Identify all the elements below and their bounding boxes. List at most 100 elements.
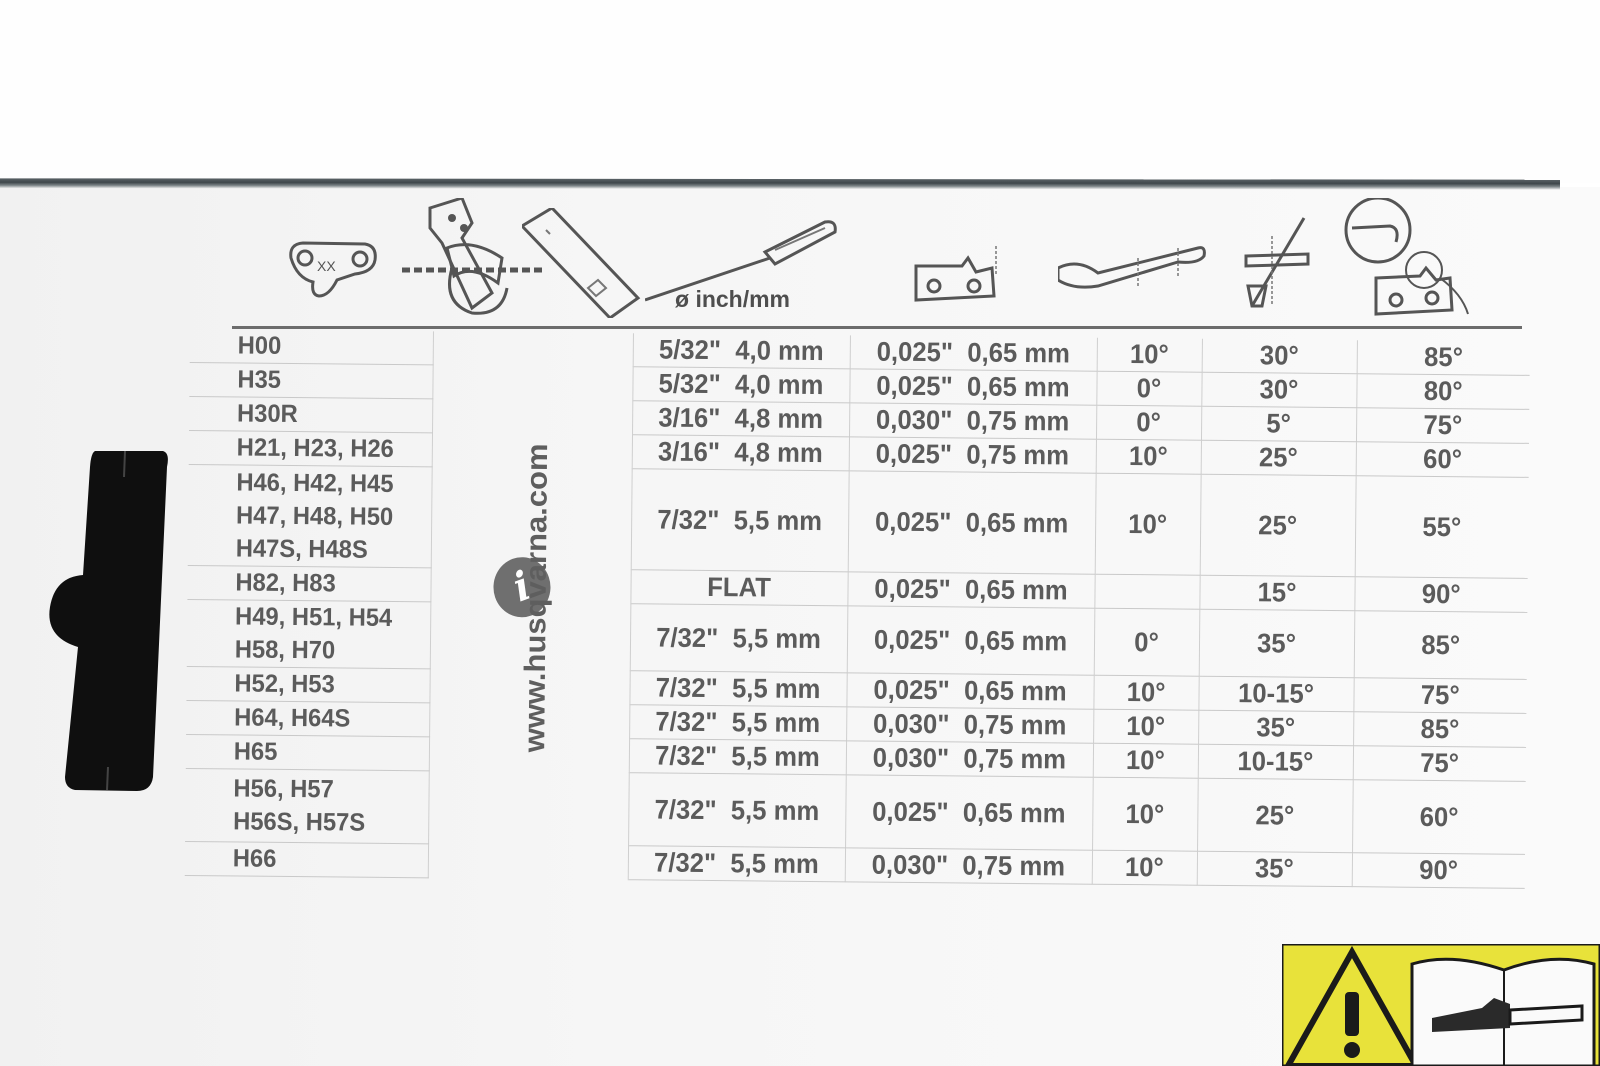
angle-cell: 85° — [1358, 610, 1524, 680]
depth-cell: 0,025" 0,65 mm — [851, 775, 1087, 850]
model-cell: H49, H51, H54 H58, H70 — [192, 599, 425, 669]
model-cell: H21, H23, H26 — [194, 430, 426, 468]
angle-cell: 0° — [1098, 405, 1199, 441]
file-size-cell: 7/32" 5,5 mm — [634, 739, 841, 776]
website-url: www.husqvarna.com — [517, 443, 554, 753]
depth-cell: 0,025" 0,65 mm — [853, 571, 1089, 609]
angle-cell: 25° — [1203, 474, 1352, 577]
info-column: i www.husqvarna.com — [432, 331, 628, 880]
file-size-cell: 7/32" 5,5 mm — [634, 705, 841, 742]
angle-cell: 25° — [1204, 440, 1353, 477]
depth-cell: 0,025" 0,65 mm — [855, 369, 1091, 406]
model-name: H00 — [237, 331, 282, 360]
file-size-cell: FLAT — [635, 569, 843, 606]
angle-cell: 0° — [1096, 608, 1197, 677]
file-holder-angle-icon — [1244, 217, 1310, 308]
angle-cell: 30° — [1205, 338, 1354, 374]
angle-cell: 75° — [1360, 407, 1525, 444]
model-name: H46, H42, H45 — [236, 468, 394, 498]
model-cell: H52, H53 — [192, 666, 424, 704]
model-name: H56S, H57S — [233, 807, 366, 837]
model-name: H82, H83 — [235, 568, 336, 598]
angle-cell: 75° — [1357, 746, 1522, 782]
model-cell: H46, H42, H45 H47, H48, H50 H47S, H48S — [193, 464, 426, 568]
depth-cell: 0,025" 0,65 mm — [855, 335, 1091, 372]
angle-cell: 10-15° — [1202, 676, 1350, 712]
angle-cell: 10° — [1095, 709, 1196, 745]
angle-cell: 10° — [1094, 849, 1195, 886]
angle-cell: 35° — [1200, 850, 1349, 887]
file-size-cell: 5/32" 4,0 mm — [638, 333, 845, 369]
table-row: H49, H51, H54 H58, H70 7/32" 5,5 mm 0,02… — [187, 599, 1528, 680]
background-top — [0, 0, 1600, 183]
model-cell: H65 — [191, 734, 424, 772]
model-name: H47, H48, H50 — [235, 501, 394, 531]
file-size-cell: 7/32" 5,5 mm — [635, 603, 842, 673]
table-row: H46, H42, H45 H47, H48, H50 H47S, H48S 7… — [188, 464, 1529, 579]
angle-cell: 90° — [1358, 576, 1524, 613]
file-size-cell: 7/32" 5,5 mm — [633, 773, 841, 848]
model-name: H47S, H48S — [235, 534, 368, 564]
model-name: H66 — [232, 844, 277, 873]
model-cell: H00 — [195, 329, 427, 365]
cutter-angle-icon — [1344, 198, 1469, 316]
angle-cell: 5° — [1204, 406, 1353, 442]
model-name: H49, H51, H54 — [234, 602, 393, 632]
angle-cell: 10° — [1095, 743, 1196, 779]
depth-cell: 0,030" 0,75 mm — [850, 847, 1086, 885]
angle-cell: 90° — [1356, 852, 1521, 889]
model-cell: H35 — [195, 362, 427, 399]
file-size-cell: 3/16" 4,8 mm — [637, 401, 844, 438]
file-size-cell: 7/32" 5,5 mm — [633, 845, 840, 882]
model-cell: H30R — [195, 396, 427, 434]
chain-table: H00 i www.husqvarna.com 5/32" 4,0 mm 0,0… — [185, 329, 1590, 890]
depth-cell: 0,030" 0,75 mm — [852, 707, 1088, 744]
cutter-depth-icon — [914, 246, 997, 302]
angle-cell: 35° — [1202, 609, 1351, 678]
warning-label — [1282, 944, 1600, 1066]
angle-cell: 80° — [1360, 373, 1526, 410]
model-name: H56, H57 — [233, 774, 334, 804]
angle-cell: 0° — [1098, 371, 1200, 407]
angle-cell: 10° — [1097, 473, 1199, 575]
model-cell: H56, H57 H56S, H57S — [191, 769, 423, 844]
model-name: H65 — [233, 737, 278, 767]
depth-cell: 0,030" 0,75 mm — [851, 741, 1087, 778]
file-size-cell: 7/32" 5,5 mm — [634, 670, 842, 708]
filing-angle-icon — [1058, 246, 1206, 289]
angle-cell: 10° — [1098, 439, 1199, 475]
angle-cell: 85° — [1357, 711, 1523, 748]
file-size-cell: 3/16" 4,8 mm — [637, 435, 844, 472]
angle-cell: 10° — [1094, 777, 1196, 851]
angle-cell: 10° — [1096, 675, 1197, 711]
chart-card — [0, 187, 1600, 1066]
depth-cell: 0,025" 0,65 mm — [852, 605, 1089, 676]
model-cell: H66 — [190, 841, 422, 878]
angle-cell: 60° — [1359, 442, 1525, 478]
depth-gauge-tool-icon: XX — [289, 241, 377, 298]
depth-cell: 0,030" 0,75 mm — [855, 403, 1091, 440]
depth-cell: 0,025" 0,65 mm — [853, 471, 1090, 574]
angle-cell: 10-15° — [1201, 744, 1350, 781]
table-row: H56, H57 H56S, H57S 7/32" 5,5 mm 0,025" … — [185, 769, 1526, 855]
angle-cell: 10° — [1099, 337, 1200, 373]
flat-file-icon — [522, 208, 641, 318]
file-size-label: ø inch/mm — [675, 286, 791, 312]
file-size-cell: 7/32" 5,5 mm — [636, 469, 844, 572]
card-top-edge — [0, 178, 1561, 190]
angle-cell: 30° — [1205, 372, 1353, 408]
model-name: H35 — [237, 365, 282, 395]
round-file-icon — [645, 220, 837, 302]
model-cell: H82, H83 — [193, 565, 425, 602]
file-size-cell: 5/32" 4,0 mm — [637, 366, 845, 403]
angle-cell — [1096, 574, 1198, 610]
warning-triangle-icon — [1284, 945, 1420, 1066]
angle-cell: 25° — [1200, 778, 1349, 853]
model-name: H64, H64S — [234, 703, 351, 733]
angle-cell: 35° — [1201, 710, 1350, 747]
depth-cell: 0,025" 0,65 mm — [852, 673, 1088, 710]
model-cell: H64, H64S — [192, 700, 424, 738]
manual-chainsaw-icon — [1410, 957, 1596, 1066]
angle-cell: 85° — [1360, 340, 1526, 376]
hang-tab-cutout-icon — [49, 450, 168, 791]
